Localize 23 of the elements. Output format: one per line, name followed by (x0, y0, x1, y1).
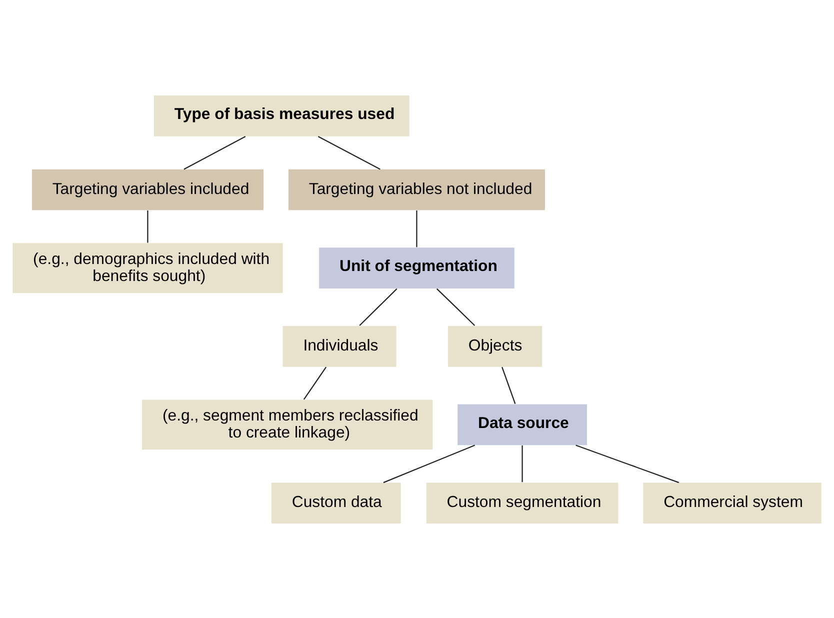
node-box: Targeting variables included (32, 168, 264, 210)
connector (318, 135, 380, 170)
node-box: Data source (458, 404, 587, 445)
node-box: (e.g., demographics included with benefits sought) (12, 242, 283, 293)
connector (502, 366, 516, 404)
connector (416, 210, 418, 247)
connector (147, 210, 148, 242)
connector (303, 366, 327, 400)
node-box: Custom segmentation (426, 482, 618, 523)
connector (436, 288, 476, 326)
node-box: Objects (448, 325, 542, 366)
connector (184, 135, 246, 170)
node-box: Custom data (271, 482, 401, 523)
node-box: Unit of segmentation (319, 247, 514, 288)
node-box: (e.g., segment members reclassified to create linkage) (142, 399, 433, 450)
connector (522, 444, 523, 482)
connector (383, 444, 476, 483)
node-box: Type of basis measures used (154, 95, 410, 136)
node-box: Individuals (282, 325, 396, 366)
connector (359, 288, 398, 326)
node-box: Commercial system (643, 482, 822, 523)
connector (576, 444, 680, 483)
node-box: Targeting variables not included (288, 168, 545, 210)
